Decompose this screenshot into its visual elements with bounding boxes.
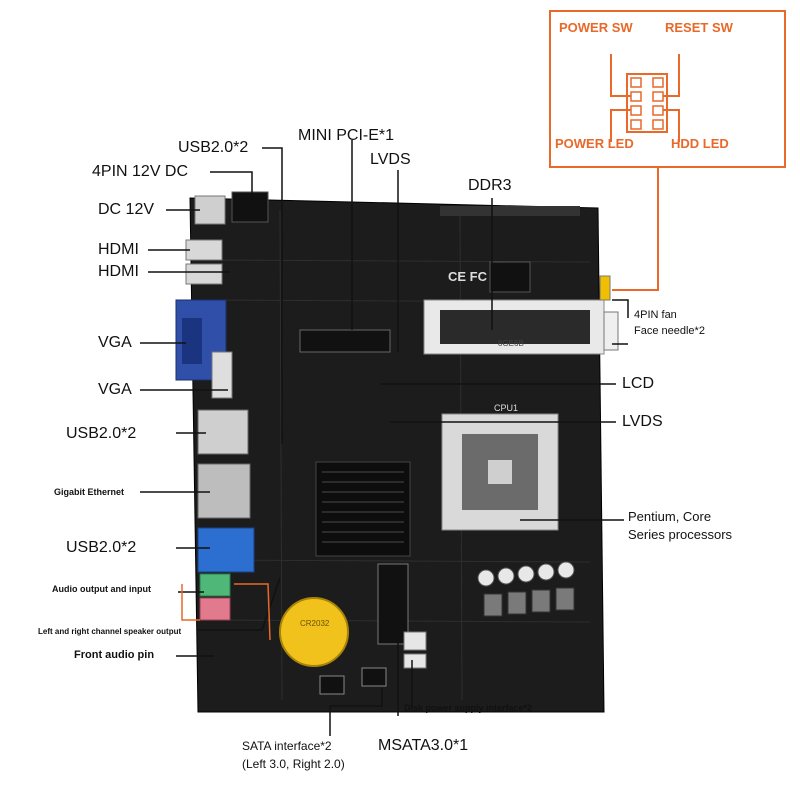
board-fc-mark: CE FC [448,269,487,284]
usb-port-low [197,527,255,573]
label-hdmi-1: HDMI [98,241,139,258]
label-cpu-line2: Series processors [628,527,733,542]
label-gigabit-ethernet: Gigabit Ethernet [54,487,125,497]
hdmi-port-1 [185,239,223,261]
header-power-led: POWER LED [555,136,634,151]
board-cpu-text: CPU1 [494,403,519,413]
disk-power-port [403,631,427,651]
mini-pcie-slot [299,329,391,353]
board-ddr-text: 8GE6B [498,339,524,348]
label-lvds-right: LVDS [622,413,663,430]
inductors [483,587,575,617]
heatsink-fins [322,471,404,543]
top-pin-header [440,206,580,216]
front-panel-header-box: POWER SW RESET SW POWER LED HDD LED [549,10,786,168]
label-sata-line1: SATA interface*2 [242,739,332,753]
ethernet-port [197,463,251,519]
label-mini-pcie: MINI PCI-E*1 [298,127,395,144]
header-pin-diagram [610,54,680,142]
label-dc-12v: DC 12V [98,201,155,218]
label-usb-mid: USB2.0*2 [66,425,137,442]
sata-port-right [361,667,387,687]
cmos-battery [279,597,349,667]
sata-port-left [319,675,345,695]
label-msata: MSATA3.0*1 [378,737,469,754]
label-vga-2: VGA [98,381,132,398]
board-battery-text: CR2032 [300,619,330,628]
vga-port-2 [211,351,233,399]
label-vga-1: VGA [98,334,132,351]
header-reset-sw: RESET SW [665,20,733,35]
audio-jack-green [199,573,231,597]
controller-chip [489,261,531,293]
chipset-heatsink [315,461,411,557]
fan-header-2 [603,311,619,351]
label-lvds-top: LVDS [370,151,411,168]
label-disk-power: Disk power supply interface*2 [404,703,533,713]
header-connector-line [612,168,659,291]
label-sata-line2: (Left 3.0, Right 2.0) [242,757,345,771]
label-cpu-line1: Pentium, Core [628,509,712,524]
header-hdd-led: HDD LED [671,136,729,151]
leader-lines [140,140,629,736]
ddr3-slot-inner [440,310,590,344]
disk-power-port-2 [403,653,427,669]
label-usb-low: USB2.0*2 [66,539,137,556]
dc-jack [194,195,226,225]
label-hdmi-2: HDMI [98,263,139,280]
header-power-sw: POWER SW [559,20,633,35]
usb-port-mid [197,409,249,455]
label-audio-io: Audio output and input [52,584,151,594]
label-speaker-output: Left and right channel speaker output [38,627,182,636]
speaker-leader [181,583,271,641]
label-lcd: LCD [622,375,655,392]
label-usb-top: USB2.0*2 [178,139,249,156]
fan-header-1 [599,275,611,301]
label-fan: 4PIN fan [634,309,677,321]
vga-port-1-face [182,318,202,364]
label-4pin-12v: 4PIN 12V DC [92,163,189,180]
capacitors [477,561,575,587]
label-front-audio: Front audio pin [74,649,155,661]
audio-jack-pink [199,597,231,621]
msata-slot [377,563,409,645]
label-ddr3: DDR3 [468,177,512,194]
label-face-needle: Face needle*2 [634,325,705,337]
dc-4pin-connector [231,191,269,223]
cpu-socket-center [488,460,512,484]
hdmi-port-2 [185,263,223,285]
